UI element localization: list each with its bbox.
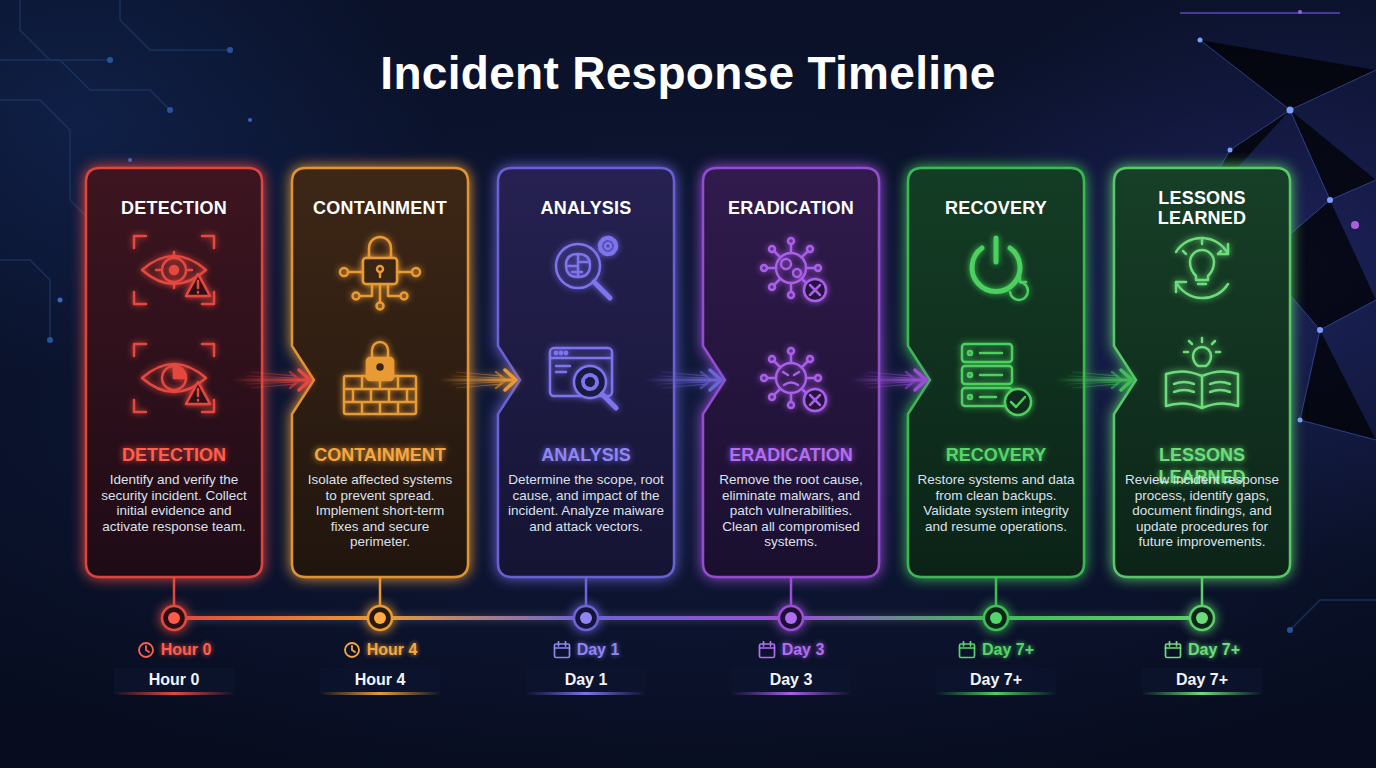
- phase-card: CONTAINMENT CONTAINMENT Isolate affected s…: [292, 168, 468, 577]
- phase-card: ERADICATION ERADICATION Remove the root ca…: [703, 168, 879, 577]
- time-label: Day 7+: [970, 671, 1022, 689]
- phase-description: Remove the root cause, eliminate malwars…: [712, 472, 870, 550]
- time-marker-plate: Day 1: [511, 667, 661, 693]
- phase-card: ANALYSIS ANALYSIS Determine the scope, roo…: [498, 168, 674, 577]
- card-shape: [1114, 168, 1290, 577]
- time-marker-plate: Day 3: [716, 667, 866, 693]
- phase-heading: DETECTION: [92, 182, 256, 234]
- phase-heading: ANALYSIS: [504, 182, 668, 234]
- calendar-icon: [553, 641, 571, 659]
- calendar-icon: [958, 641, 976, 659]
- phase-heading: CONTAINMENT: [298, 182, 462, 234]
- time-marker: Day 3: [716, 637, 866, 663]
- time-label: Day 1: [577, 641, 620, 659]
- time-label: Day 1: [565, 671, 608, 689]
- time-marker: Day 1: [511, 637, 661, 663]
- time-label: Day 3: [782, 641, 825, 659]
- phase-subheading: ERADICATION: [707, 444, 875, 466]
- time-marker: Hour 4: [305, 637, 455, 663]
- phase-description: Review incident response process, identi…: [1123, 472, 1281, 550]
- time-label: Hour 4: [367, 641, 418, 659]
- time-label: Day 7+: [1188, 641, 1240, 659]
- time-label: Hour 0: [149, 671, 200, 689]
- time-label: Day 3: [770, 671, 813, 689]
- phase-subheading: RECOVERY: [912, 444, 1080, 466]
- time-label: Hour 4: [355, 671, 406, 689]
- phase-card: LESSONS LEARNEDLESSONS LEARNEDReview inc…: [1114, 168, 1290, 577]
- phase-description: Isolate affected systems to prevent spre…: [301, 472, 459, 550]
- time-marker-plate: Day 7+: [921, 667, 1071, 693]
- time-marker-plate: Hour 4: [305, 667, 455, 693]
- card-shape: [86, 168, 262, 577]
- phase-heading: RECOVERY: [914, 182, 1078, 234]
- card-shape: [908, 168, 1084, 577]
- phase-subheading: DETECTION: [90, 444, 258, 466]
- time-marker: Day 7+: [1127, 637, 1277, 663]
- time-marker-plate: Day 7+: [1127, 667, 1277, 693]
- time-label: Day 7+: [1176, 671, 1228, 689]
- clock-icon: [343, 641, 361, 659]
- time-label: Day 7+: [982, 641, 1034, 659]
- calendar-icon: [758, 641, 776, 659]
- clock-icon: [137, 641, 155, 659]
- time-marker: Day 7+: [921, 637, 1071, 663]
- time-marker: Hour 0: [99, 637, 249, 663]
- calendar-icon: [1164, 641, 1182, 659]
- card-shape: [703, 168, 879, 577]
- phase-subheading: ANALYSIS: [502, 444, 670, 466]
- phase-card: DETECTION DETECTION Identify and verify th…: [86, 168, 262, 577]
- diagram-title: Incident Response Timeline: [0, 46, 1376, 100]
- time-label: Hour 0: [161, 641, 212, 659]
- card-shape: [498, 168, 674, 577]
- phase-description: Identify and verify the security inciden…: [95, 472, 253, 534]
- card-shape: [292, 168, 468, 577]
- phase-heading: LESSONS LEARNED: [1120, 182, 1284, 234]
- phase-card: RECOVERY RECOVERY Restore systems and data…: [908, 168, 1084, 577]
- phase-description: Determine the scope, root cause, and imp…: [507, 472, 665, 534]
- phase-heading: ERADICATION: [709, 182, 873, 234]
- time-marker-plate: Hour 0: [99, 667, 249, 693]
- phase-description: Restore systems and data from clean back…: [917, 472, 1075, 534]
- phase-subheading: CONTAINMENT: [296, 444, 464, 466]
